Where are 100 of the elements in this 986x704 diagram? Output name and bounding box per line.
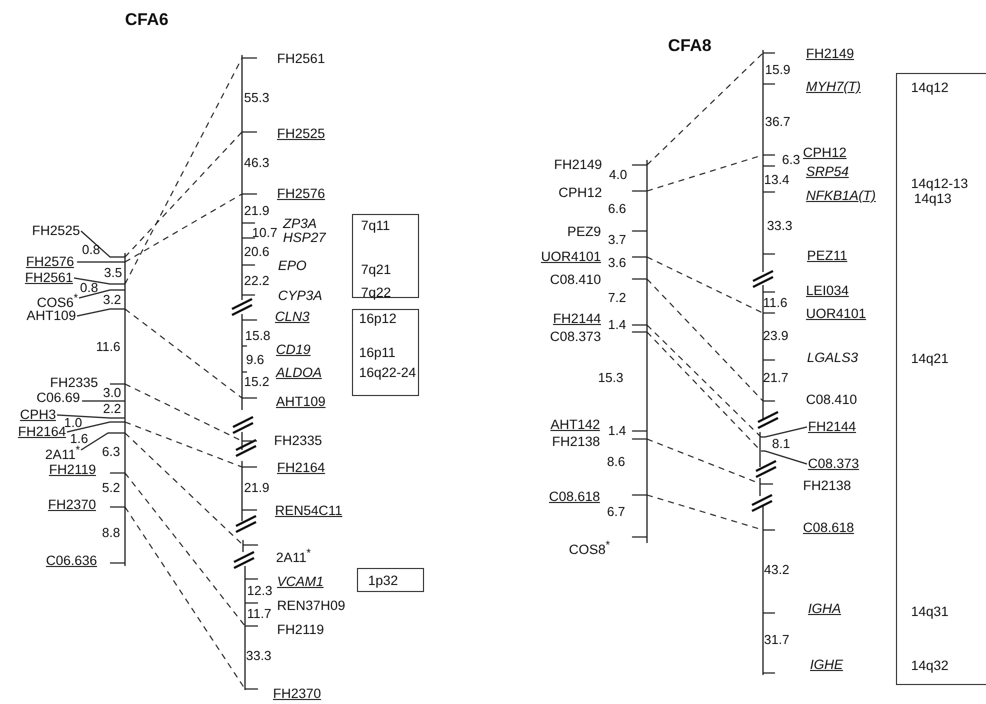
distance-label: 36.7 [765,115,790,129]
dashed-connector [124,132,242,258]
marker-label: FH2119 [48,461,125,479]
distance-label: 6.6 [608,202,626,216]
distance-label: 9.6 [246,353,264,367]
distance-label: 1.0 [64,416,82,430]
marker-label: FH2144 [761,418,856,439]
dashed-connector [646,256,764,314]
marker-label: COS8$^{*}$ [568,535,647,554]
band-label: 7q22 [361,285,392,301]
marker-label: REN54C11 [242,502,342,520]
marker-label: C08.373 [761,449,860,473]
marker-label: IGHE [763,656,844,675]
marker-label: FH2370 [245,685,322,703]
distance-label: 8.6 [607,455,626,469]
marker-label: FH2149 [763,45,854,63]
band-box [357,568,424,592]
band-label: 1p32 [368,573,398,589]
dashed-connector [124,432,244,546]
distance-label: 11.6 [763,296,788,310]
marker-label: C08.410 [550,271,647,289]
distance-label: 21.9 [244,481,270,495]
distance-label: 55.3 [244,91,270,105]
marker-label: AHT109 [26,307,125,325]
distance-label: 5.2 [102,481,120,495]
dashed-connector [646,438,762,485]
distance-label: 6.7 [607,505,626,519]
distance-label: 11.6 [96,340,120,354]
marker-label: MYH7(T) [763,78,861,96]
band-label: 14q13 [914,191,952,207]
marker-label: IGHA [763,600,842,618]
marker-label: C08.618 [548,488,647,506]
distance-label: 11.7 [247,607,272,621]
marker-label: CLN3 [242,308,310,326]
dashed-connector [646,324,762,438]
distance-label: 15.9 [765,63,790,77]
distance-label: 2.2 [103,402,122,416]
marker-label: CYP3A [242,287,322,305]
band-label: 14q32 [911,658,949,674]
dashed-connector [646,52,764,166]
marker-label: C08.618 [763,519,854,537]
band-box [352,309,419,396]
band-label: 16p12 [359,311,397,327]
distance-label: 6.3 [782,153,800,167]
dashed-connector [646,494,764,531]
distance-label: 10.7 [252,226,278,240]
band-label: 14q31 [911,604,949,620]
marker-label: FH2138 [761,477,852,495]
distance-label: 3.2 [103,293,122,307]
band-label: 7q11 [361,218,390,234]
band-label: 14q12 [911,80,949,96]
distance-label: 15.8 [245,329,270,343]
marker-label: FH2525 [242,125,326,143]
distance-label: 21.7 [763,371,788,385]
distance-label: 31.7 [764,633,790,647]
distance-label: 13.4 [764,173,790,187]
dashed-connector [646,278,764,402]
marker-label: FH2335 [242,432,322,450]
marker-label: FH2164 [242,459,326,477]
distance-label: 3.6 [608,256,626,270]
distance-label: 20.6 [244,245,270,259]
distance-label: 6.3 [102,445,120,459]
band-label: 7q21 [361,262,392,278]
map-heading: CFA6 [125,10,168,30]
map-heading: CFA8 [668,36,712,56]
distance-label: 15.3 [598,371,624,385]
distance-label: 7.2 [608,291,626,305]
marker-label: C06.636 [46,552,125,570]
dashed-connector [124,472,246,626]
distance-label: 43.2 [764,563,790,577]
band-label: 14q21 [911,351,949,367]
marker-label: NFKB1A(T) [763,187,876,205]
distance-label: 21.9 [244,204,270,218]
marker-label: FH2119 [245,621,324,639]
marker-label: PEZ11 [763,247,848,265]
band-box [352,214,419,298]
band-label: 16q22-24 [359,365,416,381]
marker-label: EPO [242,257,307,275]
marker-label: C08.410 [763,391,858,409]
dashed-connector [124,58,242,284]
band-label: 16p11 [359,345,396,361]
band-box [896,73,986,685]
distance-label: 8.8 [102,526,120,540]
distance-label: 1.6 [70,432,88,446]
dashed-connector [124,194,242,262]
dashed-connector [124,506,246,690]
distance-label: 8.1 [772,437,790,451]
marker-label: FH2576 [242,185,326,203]
distance-label: 3.0 [103,386,122,400]
distance-label: 1.4 [608,424,626,438]
marker-label: AHT109 [242,393,326,411]
marker-label: FH2561 [242,50,326,68]
distance-label: 33.3 [246,649,272,663]
dashed-connector [124,421,242,468]
distance-label: 3.7 [608,233,626,247]
distance-label: 3.5 [104,266,122,280]
distance-label: 0.8 [80,281,98,295]
marker-label: 2A11$^{*}$ [243,543,311,562]
dashed-connector [646,154,764,192]
marker-label: LGALS3 [763,349,858,367]
